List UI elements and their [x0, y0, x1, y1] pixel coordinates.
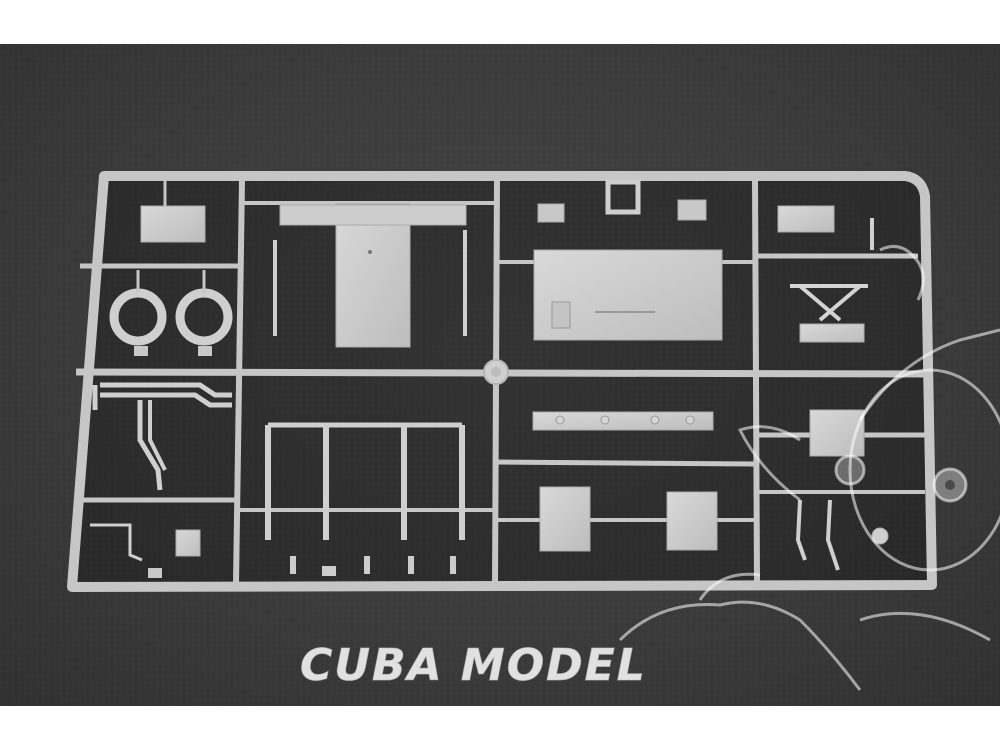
product-photo: [0, 44, 1000, 706]
sprue-image: [0, 44, 1000, 706]
watermark-text: CUBA MODEL: [300, 640, 647, 692]
watermark-mascot: [618, 244, 1000, 691]
sprue-parts: [90, 179, 889, 578]
